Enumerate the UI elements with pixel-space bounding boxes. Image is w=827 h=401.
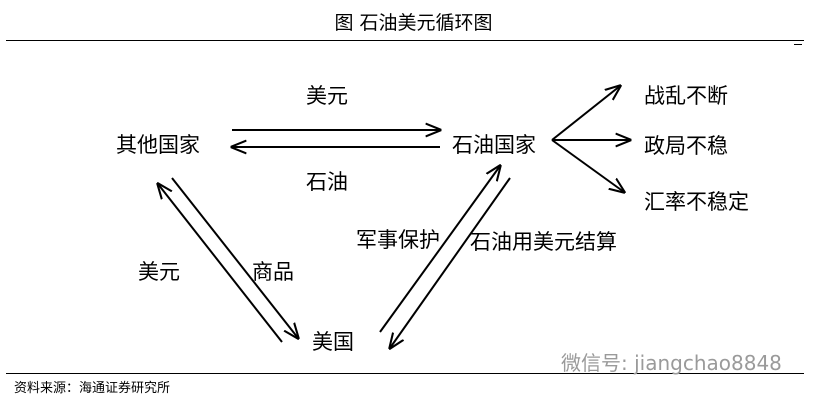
watermark: 微信号: jiangchao8848	[561, 351, 782, 375]
node-politics: 政局不稳	[644, 134, 728, 158]
node-exchange: 汇率不稳定	[644, 190, 749, 214]
arrow-military-to-oil-countries	[379, 166, 500, 333]
node-oil-countries: 石油国家	[452, 133, 536, 157]
figure-title: 图 石油美元循环图	[334, 12, 493, 34]
label-dollar-left: 美元	[138, 260, 180, 284]
arrow-settlement-to-usa	[390, 177, 511, 348]
label-goods: 商品	[252, 260, 294, 284]
label-settlement: 石油用美元结算	[470, 230, 617, 254]
label-military: 军事保护	[356, 228, 440, 252]
arrow-to-war	[551, 86, 620, 141]
node-war: 战乱不断	[644, 84, 728, 108]
arrow-dollar-to-other-countries	[158, 184, 283, 343]
node-usa: 美国	[312, 330, 354, 354]
label-oil: 石油	[306, 170, 348, 194]
arrow-to-exchange	[551, 139, 624, 192]
arrow-goods-to-usa	[171, 177, 298, 338]
top-rule	[6, 40, 804, 41]
bottom-rule	[6, 373, 804, 374]
node-other-countries: 其他国家	[116, 133, 200, 157]
top-rule-tick	[794, 44, 802, 45]
source-note: 资料来源：海通证券研究所	[14, 381, 171, 396]
label-dollar-top: 美元	[306, 84, 348, 108]
